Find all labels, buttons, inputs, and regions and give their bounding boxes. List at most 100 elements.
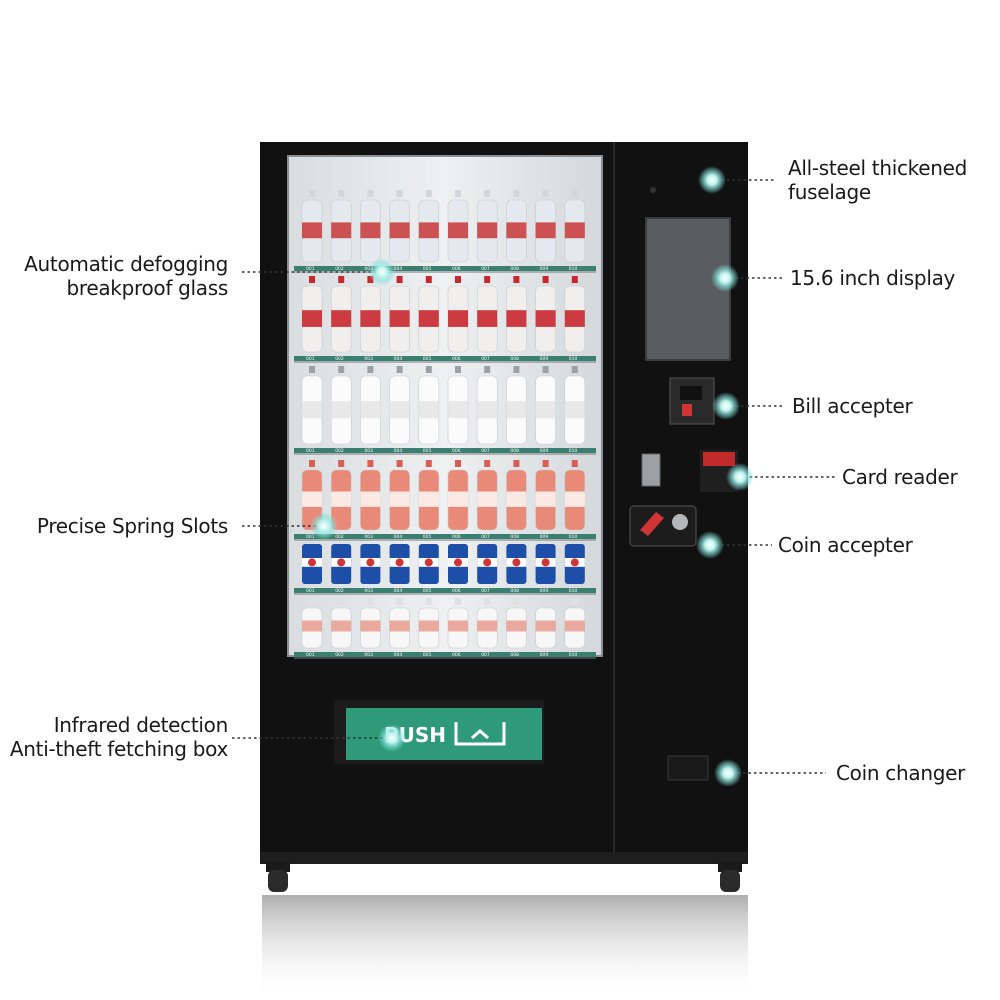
label-spring-slots: Precise Spring Slots bbox=[36, 514, 228, 538]
shelf-rail bbox=[294, 448, 596, 453]
shelf-slot-tag: 007 bbox=[481, 652, 490, 658]
product-cap bbox=[542, 460, 549, 467]
shelf-slot-tag: 004 bbox=[394, 448, 403, 454]
hotspot-glass[interactable] bbox=[368, 258, 396, 286]
product-label bbox=[331, 310, 352, 327]
shelf-slot-tag: 009 bbox=[540, 534, 549, 540]
floor-reflection bbox=[262, 895, 748, 1000]
label-card-reader: Card reader bbox=[842, 465, 958, 489]
product-label bbox=[506, 222, 527, 239]
product-cap bbox=[425, 190, 432, 197]
product-label bbox=[418, 222, 439, 239]
label-glass: Automatic defogging breakproof glass bbox=[0, 252, 228, 300]
bill-accepter-slot[interactable] bbox=[669, 377, 715, 425]
product-label bbox=[389, 310, 410, 327]
label-fuselage-line2: fuselage bbox=[788, 180, 871, 204]
shelf-slot-tag: 010 bbox=[569, 652, 578, 658]
product-label bbox=[389, 401, 410, 419]
hotspot-group bbox=[310, 166, 754, 787]
product-label bbox=[535, 491, 556, 507]
shelf-slot-tag: 007 bbox=[481, 266, 490, 272]
product-label bbox=[564, 401, 585, 419]
label-display: 15.6 inch display bbox=[790, 266, 956, 290]
product-label bbox=[418, 491, 439, 507]
shelf-slot-tag: 003 bbox=[364, 356, 373, 362]
shelf-slot-tag: 009 bbox=[540, 448, 549, 454]
shelf-slot-tag: 008 bbox=[510, 356, 519, 362]
product-label bbox=[448, 222, 468, 239]
shelf-slot-tag: 004 bbox=[394, 588, 403, 594]
product-cap bbox=[338, 460, 345, 467]
label-fetch-box: Infrared detection Anti-theft fetching b… bbox=[0, 713, 228, 761]
label-coin-changer: Coin changer bbox=[836, 761, 966, 785]
product-label bbox=[360, 620, 381, 632]
shelf-slot-tag: 006 bbox=[452, 448, 461, 454]
product-cap bbox=[571, 598, 578, 605]
label-coin-accepter: Coin accepter bbox=[778, 533, 913, 557]
product-label bbox=[448, 310, 468, 327]
product-cap bbox=[542, 190, 549, 197]
product-logo bbox=[308, 558, 316, 567]
product-cap bbox=[309, 598, 315, 605]
product-label bbox=[535, 222, 556, 239]
shelf-slot-tag: 002 bbox=[335, 266, 344, 272]
shelf-slot-tag: 004 bbox=[394, 356, 403, 362]
product-cap bbox=[571, 190, 578, 197]
product-cap bbox=[367, 598, 374, 605]
product-label bbox=[302, 310, 322, 327]
shelf-slot-tag: 006 bbox=[452, 356, 461, 362]
hotspot-coin-accepter[interactable] bbox=[696, 531, 724, 559]
coin-accepter-slot[interactable] bbox=[629, 505, 697, 547]
display-screen[interactable] bbox=[645, 217, 731, 361]
hotspot-card-reader[interactable] bbox=[726, 463, 754, 491]
product-cap bbox=[455, 460, 461, 467]
product-cap bbox=[484, 190, 491, 197]
hotspot-fetch-box[interactable] bbox=[378, 724, 406, 752]
hotspot-coin-changer[interactable] bbox=[714, 759, 742, 787]
product-cap bbox=[309, 366, 315, 373]
coin-changer-door[interactable] bbox=[667, 755, 709, 781]
product-label bbox=[331, 620, 352, 632]
shelf-rail bbox=[294, 652, 596, 657]
product-cap bbox=[513, 460, 520, 467]
hotspot-spring-slots[interactable] bbox=[310, 512, 338, 540]
product-label bbox=[506, 401, 527, 419]
shelf-slot-tag: 003 bbox=[364, 448, 373, 454]
product-cap bbox=[309, 190, 315, 197]
product-label bbox=[360, 310, 381, 327]
shelf-slot-tag: 007 bbox=[481, 448, 490, 454]
product-label bbox=[448, 401, 468, 419]
shelf-slot-tag: 009 bbox=[540, 588, 549, 594]
product-cap bbox=[542, 366, 549, 373]
product-cap bbox=[367, 190, 374, 197]
product-cap bbox=[396, 460, 403, 467]
shelf-slot-tag: 007 bbox=[481, 534, 490, 540]
shelf-slot-tag: 003 bbox=[364, 534, 373, 540]
product-cap bbox=[396, 598, 403, 605]
product-logo bbox=[483, 558, 492, 567]
coin-return-button[interactable] bbox=[641, 453, 661, 487]
hotspot-fuselage[interactable] bbox=[698, 166, 726, 194]
label-glass-line1: Automatic defogging bbox=[24, 252, 228, 276]
shelf-slot-tag: 008 bbox=[510, 534, 519, 540]
product-label bbox=[418, 310, 439, 327]
product-cap bbox=[484, 366, 491, 373]
product-label bbox=[360, 222, 381, 239]
hotspot-bill-accepter[interactable] bbox=[712, 392, 740, 420]
product-logo bbox=[570, 558, 579, 567]
shelf-slot-tag: 004 bbox=[394, 652, 403, 658]
shelf-slot-tag: 001 bbox=[306, 266, 315, 272]
shelf-slot-tag: 005 bbox=[423, 356, 432, 362]
product-label bbox=[331, 491, 352, 507]
product-cap bbox=[455, 276, 461, 283]
label-bill-accepter: Bill accepter bbox=[792, 394, 913, 418]
product-label bbox=[331, 401, 352, 419]
shelf-slot-tag: 002 bbox=[335, 356, 344, 362]
tray-arrow-icon bbox=[454, 722, 506, 746]
shelf-slot-tag: 010 bbox=[569, 356, 578, 362]
product-label bbox=[448, 491, 468, 507]
hotspot-display[interactable] bbox=[711, 264, 739, 292]
product-label bbox=[506, 310, 527, 327]
shelf-slot-tag: 001 bbox=[306, 356, 315, 362]
